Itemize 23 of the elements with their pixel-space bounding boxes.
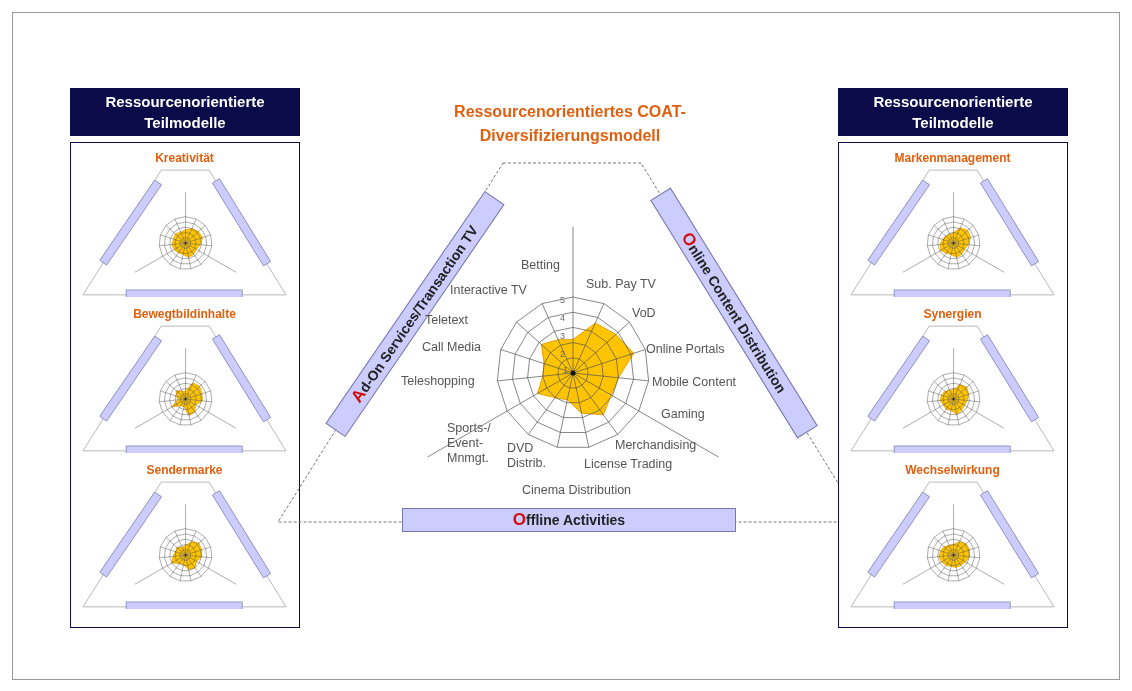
model-title: Ressourcenorientiertes COAT-Diversifizierungsmodell [453,102,687,146]
tick-label: 1 [563,365,568,375]
tick-label: 4 [560,313,565,323]
category-bar: Offline Activities [402,508,736,532]
axis-label: Merchandising [615,438,697,453]
chart-title: Kreativität [155,151,214,165]
chart-title: Synergien [923,307,982,321]
chart-title: Markenmanagement [894,151,1011,165]
axis-label: Mobile Content [652,375,737,390]
tick-label: 2 [560,349,565,359]
tick-label: 5 [560,295,565,305]
axis-label: DVD Distrib. [507,441,547,471]
panel-header: Ressourcenorientierte Teilmodelle [70,88,300,136]
axis-label: Teleshopping [401,374,475,389]
chart-title: Sendermarke [146,463,223,477]
chart-title: Wechselwirkung [905,463,1000,477]
axis-label: Gaming [661,407,705,422]
axis-label: License Trading [584,457,673,472]
tick-label: 3 [560,331,565,341]
axis-label: Cinema Distribution [522,483,632,498]
axis-label: Betting [521,258,560,273]
chart-title: Bewegtbildinhalte [133,307,236,321]
panel-header: Ressourcenorientierte Teilmodelle [838,88,1068,136]
